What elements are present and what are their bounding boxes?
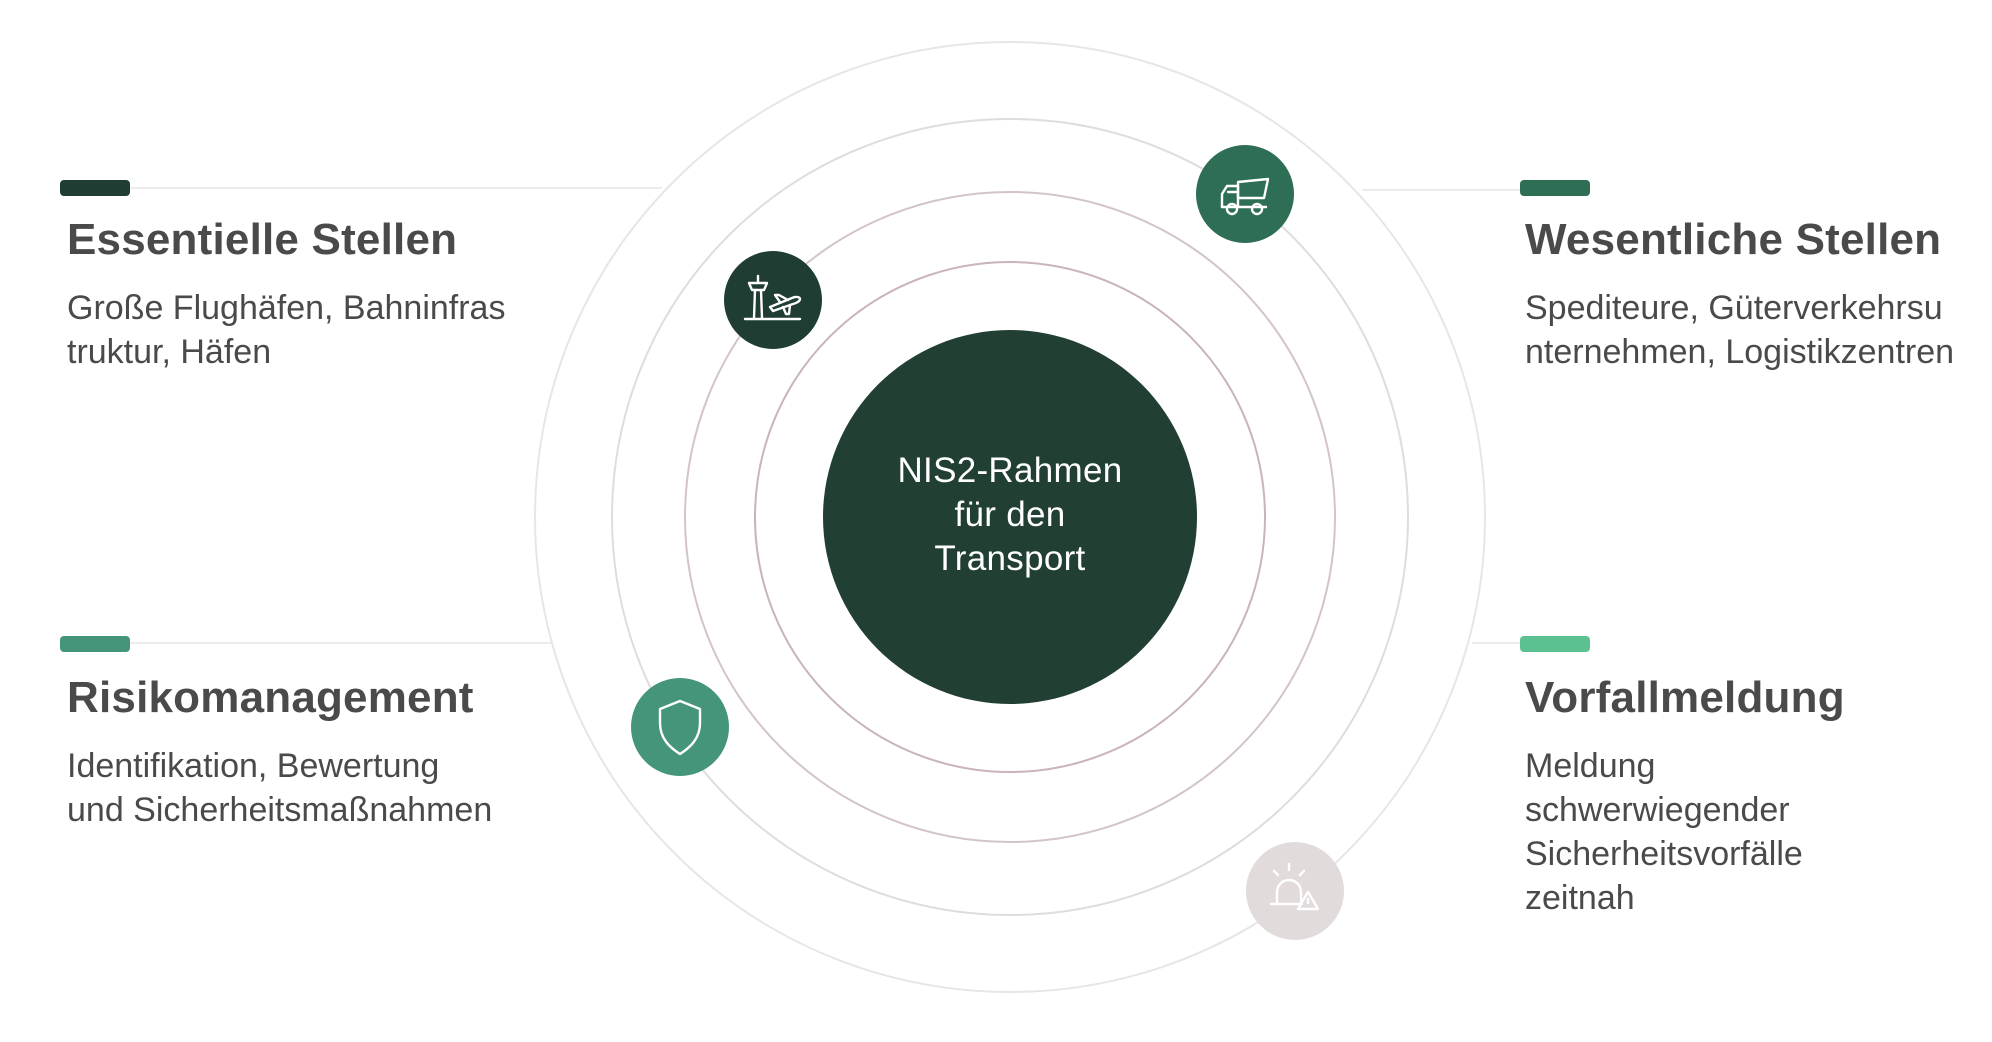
ring-second (684, 191, 1336, 843)
shield-icon (631, 678, 729, 776)
block-description: Meldung schwerwiegender Sicherheitsvorfä… (1525, 747, 1803, 917)
block-risk-management: Risikomanagement Identifikation, Bewertu… (67, 672, 507, 832)
block-incident-reporting: Vorfallmeldung Meldung schwerwiegender S… (1525, 672, 1965, 920)
accent-bar-essential (60, 180, 130, 196)
block-description: Große Flughäfen, Bahninfrastruktur, Häfe… (67, 289, 506, 371)
accent-bar-important (1520, 180, 1590, 196)
control-tower-airplane-icon (724, 251, 822, 349)
center-circle (823, 330, 1197, 704)
ring-third (611, 118, 1409, 916)
dump-truck-icon (1196, 145, 1294, 243)
block-title: Wesentliche Stellen (1525, 215, 1942, 264)
ring-inner (754, 261, 1266, 773)
block-description: Spediteure, Güterverkehrsunternehmen, Lo… (1525, 289, 1955, 371)
center-label-text: NIS2-Rahmen für den Transport (897, 451, 1123, 578)
block-important-entities: Wesentliche Stellen Spediteure, Güterver… (1525, 214, 1965, 374)
block-title: Vorfallmeldung (1525, 673, 1845, 722)
accent-bar-risk (60, 636, 130, 652)
ring-outer (534, 41, 1486, 993)
block-essential-entities: Essentielle Stellen Große Flughäfen, Bah… (67, 214, 507, 374)
accent-bar-incident (1520, 636, 1590, 652)
alarm-light-warning-icon (1246, 842, 1344, 940)
block-title: Risikomanagement (67, 673, 474, 722)
block-description: Identifikation, Bewertung und Sicherheit… (67, 747, 493, 829)
block-title: Essentielle Stellen (67, 215, 458, 264)
center-label: NIS2-Rahmen für den Transport (825, 330, 1195, 700)
